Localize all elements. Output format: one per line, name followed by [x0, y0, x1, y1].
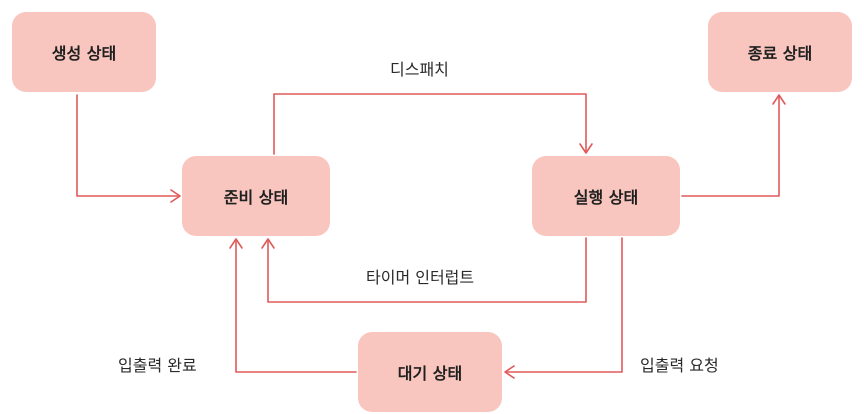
transition-label-io-request: 입출력 요청 [640, 356, 719, 375]
arrowhead-io-complete [229, 238, 243, 249]
state-waiting-label: 대기 상태 [397, 364, 463, 383]
arrow-running-to-terminated [681, 95, 780, 197]
arrowhead-running-to-terminated [772, 94, 786, 105]
arrow-io-complete [235, 239, 357, 373]
state-terminated-label: 종료 상태 [747, 44, 813, 63]
state-running: 실행 상태 [532, 156, 680, 236]
state-running-label: 실행 상태 [573, 188, 639, 207]
arrow-io-request [505, 237, 623, 373]
arrow-timer-interrupt [267, 237, 587, 303]
arrow-created-to-ready [76, 94, 180, 197]
state-ready-label: 준비 상태 [223, 188, 289, 207]
state-created-label: 생성 상태 [51, 44, 117, 63]
arrowhead-io-request [504, 365, 515, 379]
arrowhead-dispatch [579, 143, 593, 154]
arrowhead-created-to-ready [170, 189, 181, 203]
arrowhead-timer-interrupt [261, 238, 275, 249]
transition-label-timer-interrupt: 타이머 인터럽트 [366, 268, 475, 287]
state-waiting: 대기 상태 [358, 332, 502, 412]
transition-label-dispatch: 디스패치 [390, 60, 449, 79]
state-created: 생성 상태 [12, 12, 156, 92]
transition-label-io-complete: 입출력 완료 [118, 356, 197, 375]
state-ready: 준비 상태 [182, 156, 330, 236]
arrow-dispatch [273, 93, 587, 155]
state-terminated: 종료 상태 [708, 12, 852, 92]
